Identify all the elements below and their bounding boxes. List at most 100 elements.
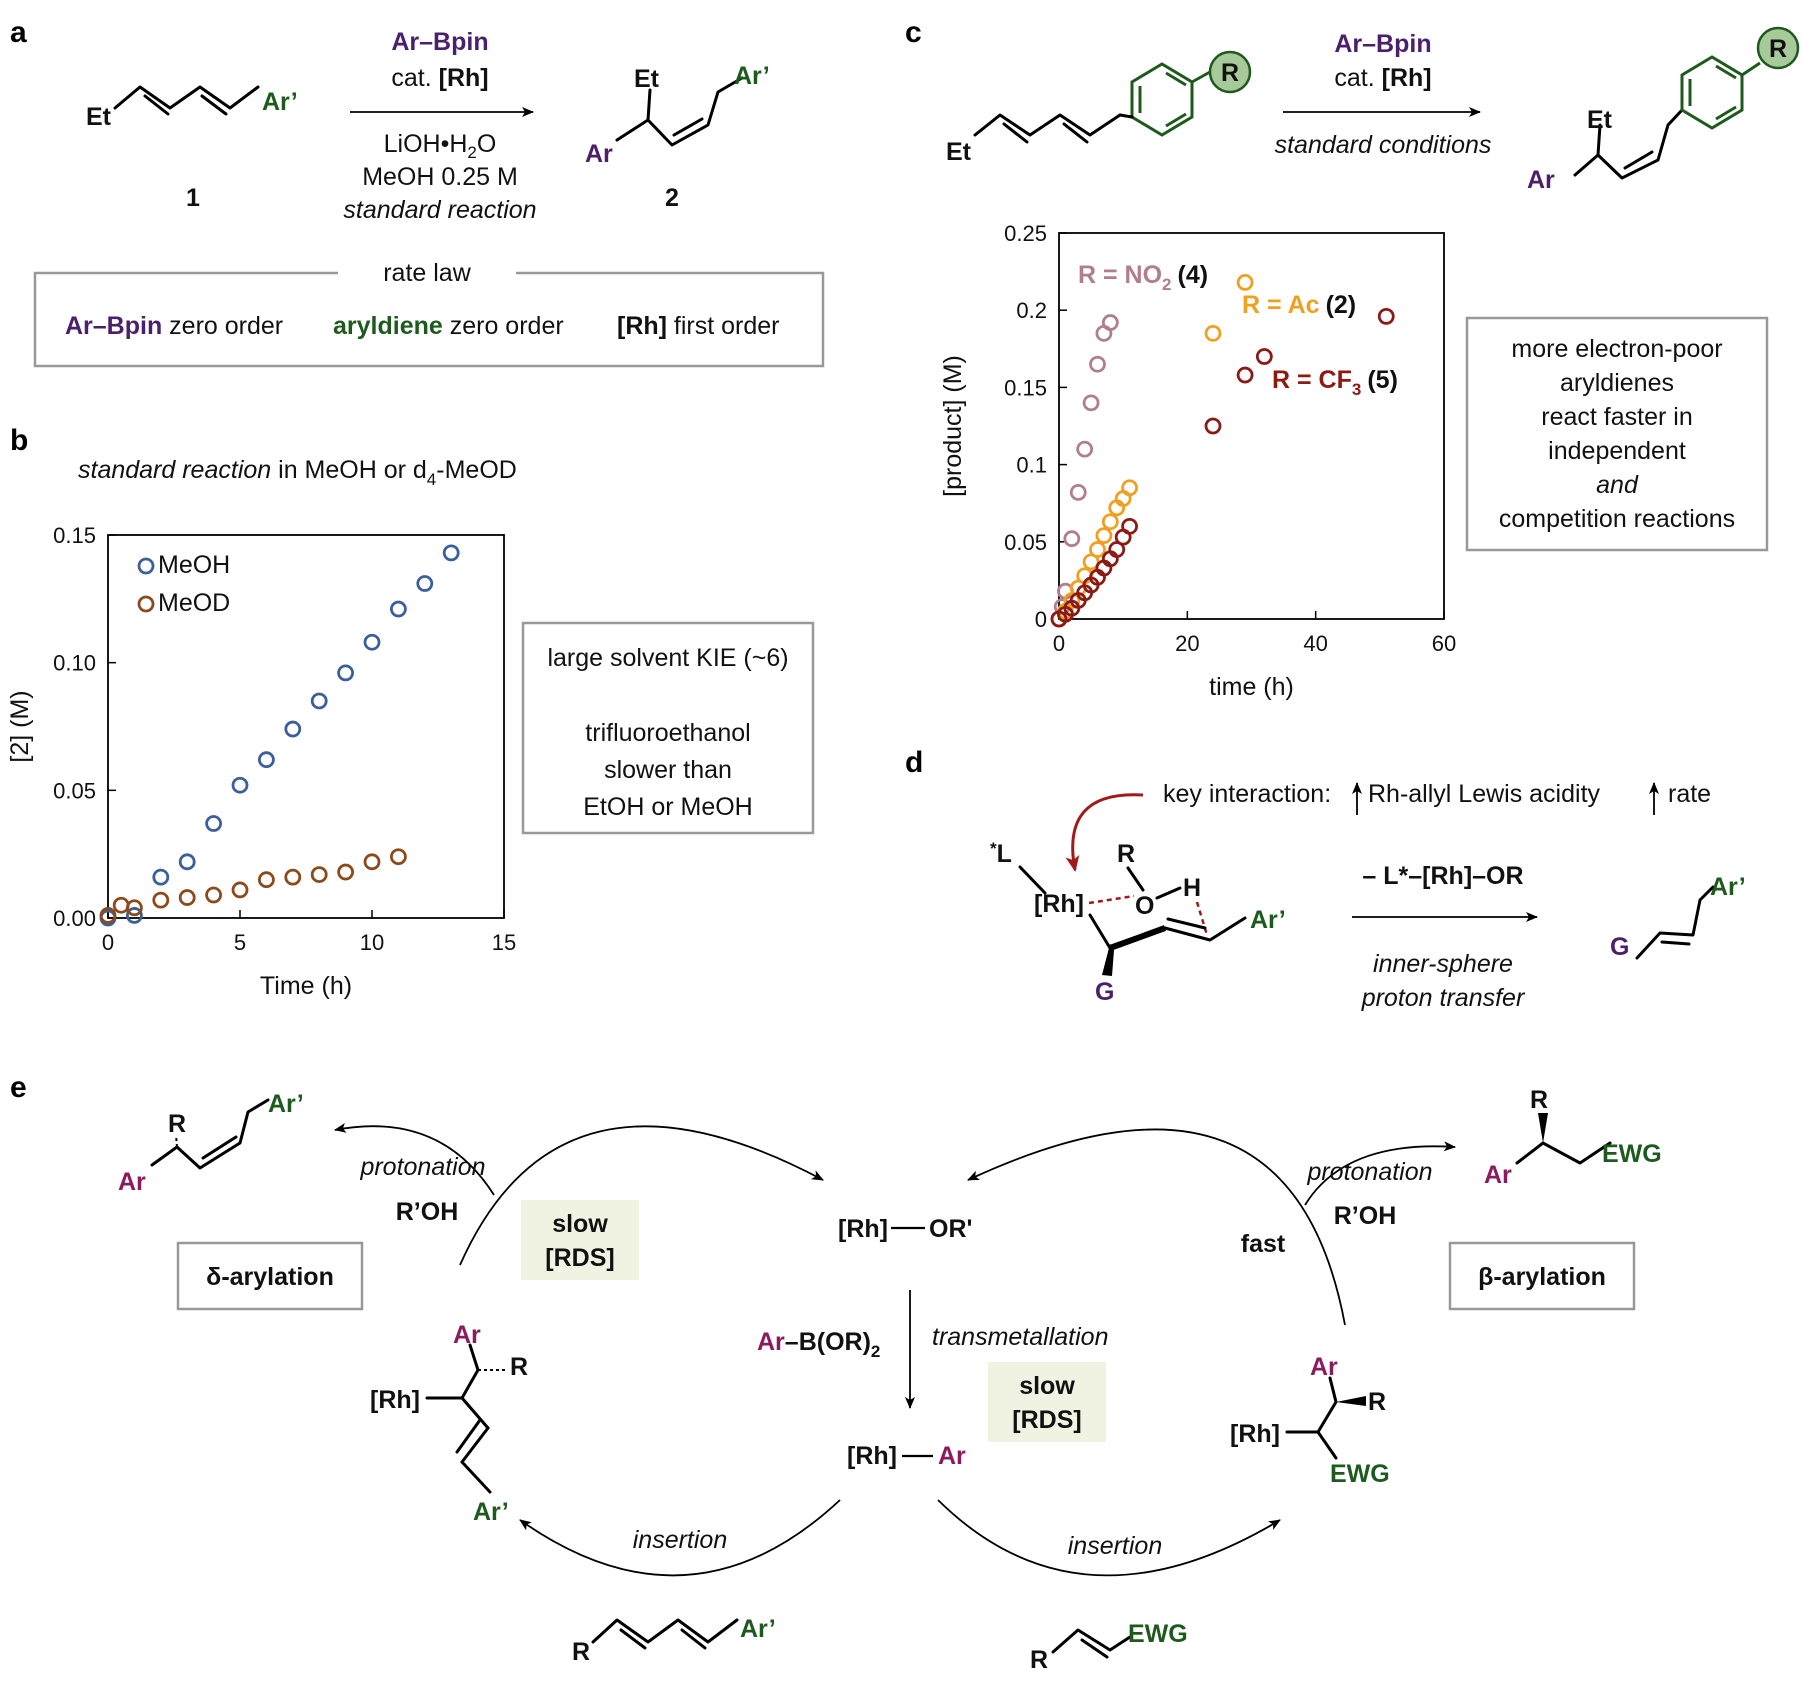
chart-b-point-series-1 bbox=[284, 868, 302, 886]
e-fast: fast bbox=[1241, 1230, 1286, 1258]
sm-number: 1 bbox=[186, 184, 200, 212]
d-rh: [Rh] bbox=[1034, 890, 1084, 918]
e-left-prod-r: R bbox=[168, 1110, 186, 1138]
panel-e: [Rh] OR' Ar–B(OR)2 transmetallation [Rh]… bbox=[118, 1086, 1662, 1674]
chart-c-point-series-2 bbox=[1204, 417, 1222, 435]
e-alkene-r: R bbox=[1030, 1646, 1048, 1674]
chart-c-point-series-2 bbox=[1377, 307, 1395, 325]
e-beta-box bbox=[1448, 1241, 1636, 1311]
chart-c-xlabel: time (h) bbox=[1209, 673, 1294, 701]
a-solvent: MeOH 0.25 M bbox=[362, 163, 518, 191]
chart-b-point-series-0 bbox=[284, 720, 302, 738]
c-starting-aryldiene: R Et bbox=[946, 50, 1252, 166]
e-slow-box-1 bbox=[521, 1200, 639, 1280]
chart-c-point-series-2 bbox=[1255, 348, 1273, 365]
e-right-prod-ar: Ar bbox=[1484, 1161, 1512, 1189]
c-condition: standard conditions bbox=[1275, 131, 1492, 159]
e-rh-or: [Rh] bbox=[838, 1215, 888, 1243]
chart-b-point-series-0 bbox=[442, 544, 460, 562]
c-prod-r-badge bbox=[1756, 26, 1800, 70]
chart-b-point-series-1 bbox=[363, 853, 381, 871]
chart-c-point-series-1 bbox=[1204, 324, 1222, 342]
chart-c-point-series-0 bbox=[1069, 483, 1087, 501]
chart-b-point-series-0 bbox=[152, 868, 170, 886]
chart-c-xtick-label: 60 bbox=[1432, 631, 1456, 656]
panel-label-b: b bbox=[10, 424, 28, 457]
chart-b-point-series-0 bbox=[337, 664, 355, 682]
e-protonation-arrow-right bbox=[1304, 1141, 1456, 1206]
e-diene-substrate: R Ar’ bbox=[572, 1615, 776, 1666]
chart-b-xtick-label: 0 bbox=[102, 930, 114, 955]
e-rds-2: [RDS] bbox=[1012, 1406, 1081, 1434]
chart-c-xtick-label: 20 bbox=[1175, 631, 1199, 656]
d-cond-2: proton transfer bbox=[1361, 984, 1526, 1012]
panel-c: R Et Ar–Bpin cat. [Rh] standard conditio… bbox=[939, 26, 1800, 701]
e-protonation-right: protonation bbox=[1306, 1158, 1432, 1186]
chart-c-point-series-0 bbox=[1063, 530, 1081, 548]
chart-b-point-series-0 bbox=[310, 692, 328, 710]
chart-b-ytick-label: 0.10 bbox=[53, 651, 96, 676]
b-note-3: slower than bbox=[604, 756, 732, 784]
panel-a: Et Ar’ 1 Ar–Bpin cat. [Rh] LiOH•H2O MeOH… bbox=[33, 28, 825, 368]
c-reagent: Ar–Bpin bbox=[1334, 30, 1431, 58]
e-left-int-arprime: Ar’ bbox=[473, 1498, 509, 1526]
d-prod-g: G bbox=[1610, 933, 1629, 961]
c-prod-ar: Ar bbox=[1527, 166, 1555, 194]
chart-c-point-series-2 bbox=[1121, 517, 1138, 535]
e-delta-box bbox=[176, 1241, 364, 1311]
chart-b-legend-marker bbox=[137, 557, 155, 575]
chart-b-point-series-0 bbox=[205, 815, 223, 832]
c-note-5: and bbox=[1596, 471, 1639, 499]
e-right-int-r: R bbox=[1368, 1388, 1386, 1416]
c-product: R Et Ar bbox=[1527, 26, 1800, 194]
c-sm-r: R bbox=[1221, 59, 1239, 87]
a-base: LiOH•H2O bbox=[384, 130, 497, 162]
e-roh-right: R’OH bbox=[1334, 1202, 1397, 1230]
e-protonation-left: protonation bbox=[359, 1153, 485, 1181]
chart-b-point-series-0 bbox=[178, 853, 196, 871]
d-prod-arprime: Ar’ bbox=[1710, 873, 1746, 901]
d-loss: – L*–[Rh]–OR bbox=[1362, 862, 1523, 890]
chart-b-ytick-label: 0.15 bbox=[53, 523, 96, 548]
prod-number: 2 bbox=[665, 184, 679, 212]
chart-b-ytick-label: 0.05 bbox=[53, 778, 96, 803]
c-label-no2: R = NO2(4) bbox=[1078, 261, 1208, 294]
rate-term-arbpin: Ar–Bpin zero order bbox=[65, 312, 283, 340]
prod-arprime: Ar’ bbox=[734, 62, 770, 90]
rate-term-rh: [Rh] first order bbox=[617, 312, 780, 340]
chart-b-point-series-0 bbox=[416, 575, 434, 592]
chart-b-point-series-0 bbox=[257, 751, 275, 769]
chart-b-point-series-1 bbox=[257, 871, 275, 889]
chart-b-point-series-1 bbox=[125, 899, 143, 917]
chart-b-legend-label: MeOH bbox=[158, 551, 230, 579]
c-note-4: independent bbox=[1548, 437, 1686, 465]
chart-b-point-series-1 bbox=[99, 907, 117, 924]
chart-c-point-series-0 bbox=[1101, 314, 1119, 331]
chart-b-point-series-1 bbox=[112, 896, 130, 914]
c-note-box bbox=[1465, 316, 1769, 552]
e-alkene-ewg: EWG bbox=[1128, 1620, 1188, 1648]
chart-b-legend-marker bbox=[137, 595, 155, 613]
panel-d: key interaction: Rh-allyl Lewis acidity … bbox=[990, 780, 1746, 1012]
panel-label-d: d bbox=[905, 746, 923, 779]
e-alkene-substrate: R EWG bbox=[1030, 1620, 1188, 1674]
a-reagent: Ar–Bpin bbox=[391, 28, 488, 56]
e-rh-ar-tail: Ar bbox=[938, 1442, 966, 1470]
chart-b-point-series-1 bbox=[310, 866, 328, 883]
chart-b-xtick-label: 5 bbox=[234, 930, 246, 955]
d-ligand: *L bbox=[990, 839, 1012, 868]
chart-c-point-series-0 bbox=[1076, 440, 1094, 458]
e-right-int-ar: Ar bbox=[1310, 1353, 1338, 1381]
panel-label-a: a bbox=[10, 16, 27, 49]
e-insertion-right: insertion bbox=[1068, 1532, 1163, 1560]
panel-label-c: c bbox=[905, 16, 922, 49]
e-right-int-rh: [Rh] bbox=[1230, 1420, 1280, 1448]
e-right-product: R Ar EWG bbox=[1484, 1086, 1662, 1189]
chart-c-ytick-label: 0.2 bbox=[1016, 298, 1047, 323]
rate-law-title: rate law bbox=[383, 259, 471, 287]
diene-structure-1: Et Ar’ 1 bbox=[86, 85, 298, 212]
e-rh-or-tail: OR' bbox=[929, 1215, 972, 1243]
e-left-prod-ar: Ar bbox=[118, 1168, 146, 1196]
chart-c-ytick-label: 0.15 bbox=[1004, 375, 1047, 400]
